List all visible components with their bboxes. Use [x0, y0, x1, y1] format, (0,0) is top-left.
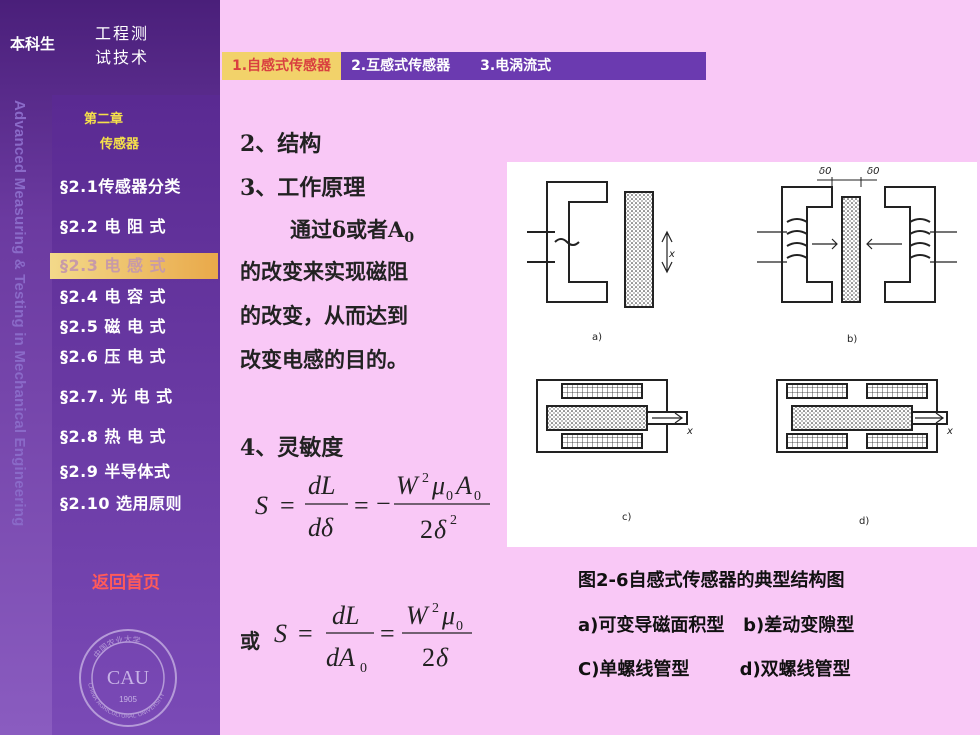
- sensor-structure-figure: a) b) c) d) x x x δ0 δ0: [507, 162, 977, 547]
- svg-text:b): b): [847, 334, 857, 345]
- sidebar-item-inductive[interactable]: §2.3 电 感 式: [50, 253, 218, 279]
- sidebar-item-thermoelectric[interactable]: §2.8 热 电 式: [60, 427, 167, 446]
- svg-text:dL: dL: [308, 471, 335, 500]
- sidebar-item-piezoelectric[interactable]: §2.6 压 电 式: [60, 347, 167, 366]
- svg-text:δ: δ: [434, 515, 447, 544]
- sidebar-item-photoelectric[interactable]: §2.7. 光 电 式: [60, 387, 173, 406]
- sidebar-nav-panel: [52, 95, 220, 735]
- svg-text:x: x: [668, 249, 675, 260]
- figure-caption-title: 图2-6自感式传感器的典型结构图: [578, 570, 845, 591]
- svg-text:S: S: [274, 619, 287, 648]
- svg-text:=: =: [280, 491, 295, 520]
- tab-mutual-inductance[interactable]: 2.互感式传感器: [351, 58, 451, 74]
- figure-caption-line1: a)可变导磁面积型 b)差动变隙型: [578, 615, 855, 636]
- chapter-subtitle: 传感器: [100, 137, 140, 152]
- principle-line3: 的改变，从而达到: [240, 303, 408, 328]
- svg-text:δ0: δ0: [819, 166, 831, 177]
- svg-text:=: =: [354, 491, 369, 520]
- sidebar-item-capacitive[interactable]: §2.4 电 容 式: [60, 287, 167, 306]
- svg-text:μ: μ: [441, 601, 455, 630]
- svg-text:中国农业大学: 中国农业大学: [91, 634, 141, 660]
- tab-self-inductance[interactable]: 1.自感式传感器: [222, 52, 342, 80]
- chapter-label: 第二章: [84, 112, 124, 127]
- principle-line2: 的改变来实现磁阻: [240, 259, 408, 284]
- or-label: 或: [240, 629, 260, 653]
- svg-text:0: 0: [474, 489, 481, 504]
- svg-text:dL: dL: [332, 601, 359, 630]
- home-link[interactable]: 返回首页: [92, 573, 160, 593]
- sensitivity-formula: S = dL dδ = − W 2 μ 0 A 0 2 δ 2: [255, 471, 490, 544]
- svg-text:S: S: [255, 491, 268, 520]
- tab-eddy-current[interactable]: 3.电涡流式: [480, 58, 552, 74]
- svg-text:2: 2: [422, 471, 429, 486]
- svg-text:1905: 1905: [119, 695, 137, 704]
- svg-text:dδ: dδ: [308, 513, 334, 542]
- svg-text:W: W: [396, 471, 420, 500]
- svg-text:a): a): [592, 332, 602, 343]
- svg-text:=: =: [298, 619, 313, 648]
- section-principle: 3、工作原理: [240, 175, 366, 201]
- sidebar-item-resistive[interactable]: §2.2 电 阻 式: [60, 217, 167, 236]
- svg-text:0: 0: [360, 661, 367, 676]
- svg-text:c): c): [622, 512, 631, 523]
- principle-line1: 通过δ或者A0: [290, 217, 415, 247]
- svg-text:2: 2: [450, 513, 457, 528]
- svg-text:0: 0: [446, 489, 453, 504]
- sidebar-item-magnetoelectric[interactable]: §2.5 磁 电 式: [60, 317, 167, 336]
- sidebar-item-semiconductor[interactable]: §2.9 半导体式: [60, 462, 171, 481]
- svg-text:CAU: CAU: [107, 667, 150, 689]
- figure-caption-line2: C)单螺线管型 d)双螺线管型: [578, 659, 851, 680]
- svg-text:dA: dA: [326, 643, 355, 672]
- svg-text:δ0: δ0: [867, 166, 879, 177]
- svg-text:d): d): [859, 516, 869, 527]
- svg-text:0: 0: [456, 619, 463, 634]
- tab-bar: 1.自感式传感器 2.互感式传感器 3.电涡流式: [222, 52, 706, 80]
- alternate-sensitivity-formula: S = dL dA 0 = W 2 μ 0 2 δ: [274, 601, 472, 676]
- svg-text:A: A: [454, 471, 472, 500]
- svg-text:2: 2: [420, 515, 433, 544]
- university-logo: 中国农业大学 CHINA AGRICULTURAL UNIVERSITY CAU…: [79, 629, 177, 727]
- svg-text:−: −: [376, 489, 391, 518]
- section-sensitivity: 4、灵敏度: [240, 435, 344, 461]
- brand-label: 本科生: [10, 35, 56, 53]
- svg-text:=: =: [380, 619, 395, 648]
- svg-text:x: x: [946, 426, 953, 437]
- svg-text:2: 2: [422, 643, 435, 672]
- section-structure: 2、结构: [240, 131, 322, 157]
- course-title: 工程测 试技术: [95, 24, 150, 67]
- vertical-course-title: Advanced Measuring & Testing in Mechanic…: [11, 100, 28, 527]
- svg-text:δ: δ: [436, 643, 449, 672]
- svg-text:x: x: [686, 426, 693, 437]
- sidebar-item-selection[interactable]: §2.10 选用原则: [60, 494, 183, 513]
- principle-line4: 改变电感的目的。: [240, 347, 408, 372]
- svg-text:2: 2: [432, 601, 439, 616]
- svg-text:W: W: [406, 601, 430, 630]
- svg-text:μ: μ: [431, 471, 445, 500]
- sidebar-item-classification[interactable]: §2.1传感器分类: [60, 177, 181, 196]
